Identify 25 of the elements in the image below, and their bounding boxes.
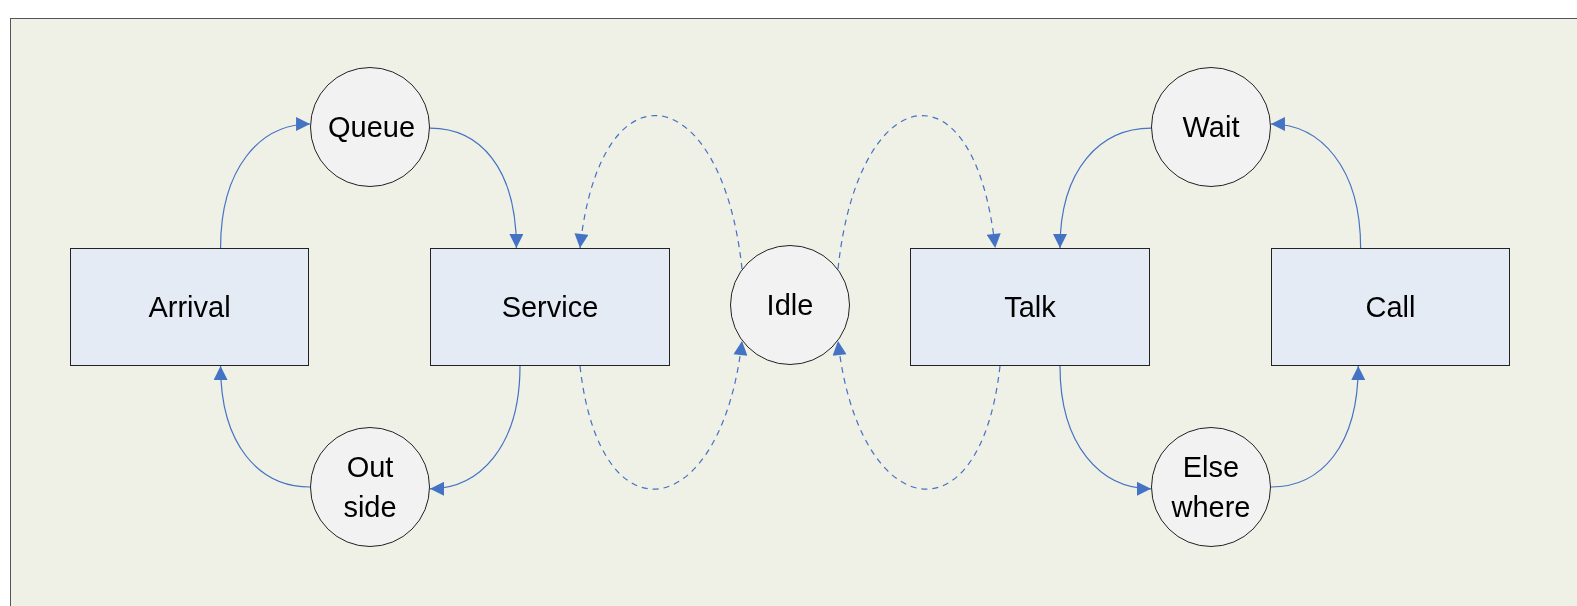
node-label: Talk <box>1003 290 1057 325</box>
node-label: Wait <box>1181 110 1241 145</box>
arrow <box>429 365 521 495</box>
arrow <box>1059 365 1152 495</box>
node-label: Arrival <box>147 290 232 325</box>
node-label: Queue <box>327 110 417 145</box>
arrow <box>1270 365 1365 488</box>
process-box <box>70 248 309 366</box>
process-box <box>1271 248 1510 366</box>
dashed-arrow <box>579 340 747 490</box>
node-label: Service <box>500 290 600 325</box>
dashed-arrow <box>837 115 1000 270</box>
arrow <box>219 118 311 249</box>
node-label: Call <box>1364 290 1417 325</box>
dashed-arrow <box>575 115 743 270</box>
arrow <box>214 365 311 488</box>
node-label: Out side <box>342 450 398 525</box>
node-label: Idle <box>765 288 815 323</box>
arrow <box>429 127 523 249</box>
process-box <box>430 248 670 366</box>
arrow <box>1270 118 1362 249</box>
arrow <box>1053 127 1152 249</box>
dashed-arrow <box>833 340 1001 490</box>
node-label: Else where <box>1170 450 1252 525</box>
process-box <box>910 248 1150 366</box>
